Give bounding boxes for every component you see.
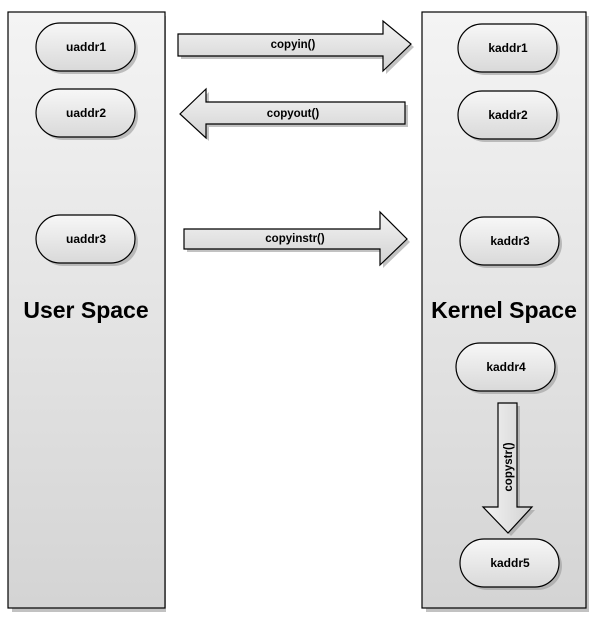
- node-uaddr2: uaddr2: [35, 88, 138, 140]
- arrow-copyout: copyout(): [179, 87, 408, 141]
- arrow-copystr: copystr(): [481, 402, 535, 536]
- arrow-label-copyin: copyin(): [271, 39, 316, 51]
- user-space-title: User Space: [23, 297, 148, 323]
- node-uaddr1: uaddr1: [35, 22, 138, 74]
- arrow-label-copyinstr: copyinstr(): [265, 233, 325, 245]
- node-uaddr3: uaddr3: [35, 214, 138, 266]
- node-kaddr5: kaddr5: [459, 538, 562, 590]
- kernel-space-title: Kernel Space: [431, 297, 577, 323]
- node-label: kaddr2: [488, 108, 528, 122]
- node-label: uaddr2: [66, 106, 106, 120]
- node-kaddr1: kaddr1: [457, 23, 560, 75]
- node-kaddr2: kaddr2: [457, 90, 560, 142]
- arrow-copyin: copyin(): [177, 19, 414, 74]
- arrow-label-copystr: copystr(): [503, 442, 515, 491]
- node-label: kaddr3: [490, 234, 530, 248]
- arrow-label-copyout: copyout(): [267, 108, 320, 120]
- node-kaddr4: kaddr4: [455, 342, 558, 394]
- node-kaddr3: kaddr3: [459, 216, 562, 268]
- node-label: uaddr1: [66, 40, 106, 54]
- node-label: uaddr3: [66, 232, 106, 246]
- node-label: kaddr1: [488, 41, 528, 55]
- node-label: kaddr5: [490, 556, 530, 570]
- node-label: kaddr4: [486, 360, 526, 374]
- arrow-copyinstr: copyinstr(): [183, 210, 410, 268]
